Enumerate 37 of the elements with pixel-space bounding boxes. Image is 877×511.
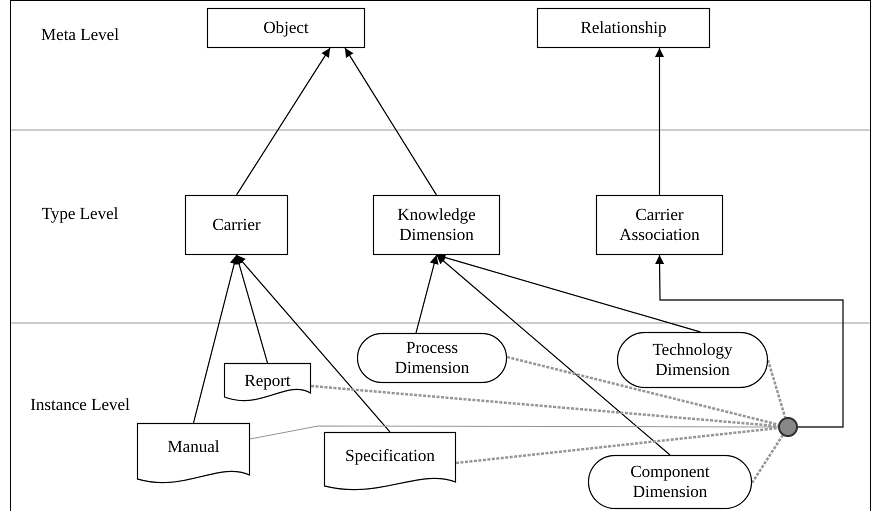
node-label: Technology Dimension <box>651 340 734 380</box>
node-label: Object <box>263 18 309 38</box>
node-label: Carrier Association <box>618 204 701 246</box>
level-label: Meta Level <box>40 24 120 46</box>
node-label: Report <box>244 371 291 392</box>
arrow <box>655 255 844 428</box>
connector-line <box>766 360 786 418</box>
arrow <box>192 254 239 424</box>
node-label: Manual <box>168 437 220 458</box>
connector-line <box>506 356 779 426</box>
node-label: Carrier <box>212 214 261 236</box>
rounded-box <box>588 455 752 509</box>
node-label: Relationship <box>580 18 666 38</box>
node-label: Specification <box>345 446 435 466</box>
rounded-box <box>617 332 768 388</box>
connector-line <box>750 434 784 484</box>
process-box <box>596 195 723 255</box>
connector-line <box>250 426 778 440</box>
node-label: Component Dimension <box>629 462 711 502</box>
arrow <box>655 48 664 195</box>
connector-line <box>456 426 778 464</box>
arrow <box>236 48 330 196</box>
process-box <box>207 8 365 48</box>
arrow <box>415 254 439 334</box>
arrow <box>436 254 670 456</box>
level-label: Instance Level <box>29 394 131 416</box>
process-box <box>185 195 288 255</box>
arrow <box>344 48 437 196</box>
process-box <box>373 195 500 255</box>
level-label: Type Level <box>40 203 120 224</box>
arrow <box>236 254 390 432</box>
node-label: Process Dimension <box>394 338 470 378</box>
process-box <box>537 8 710 48</box>
node-label: Knowledge Dimension <box>396 204 477 246</box>
junction-circle <box>778 417 798 437</box>
rounded-box <box>357 333 507 383</box>
connector-line <box>310 384 778 428</box>
